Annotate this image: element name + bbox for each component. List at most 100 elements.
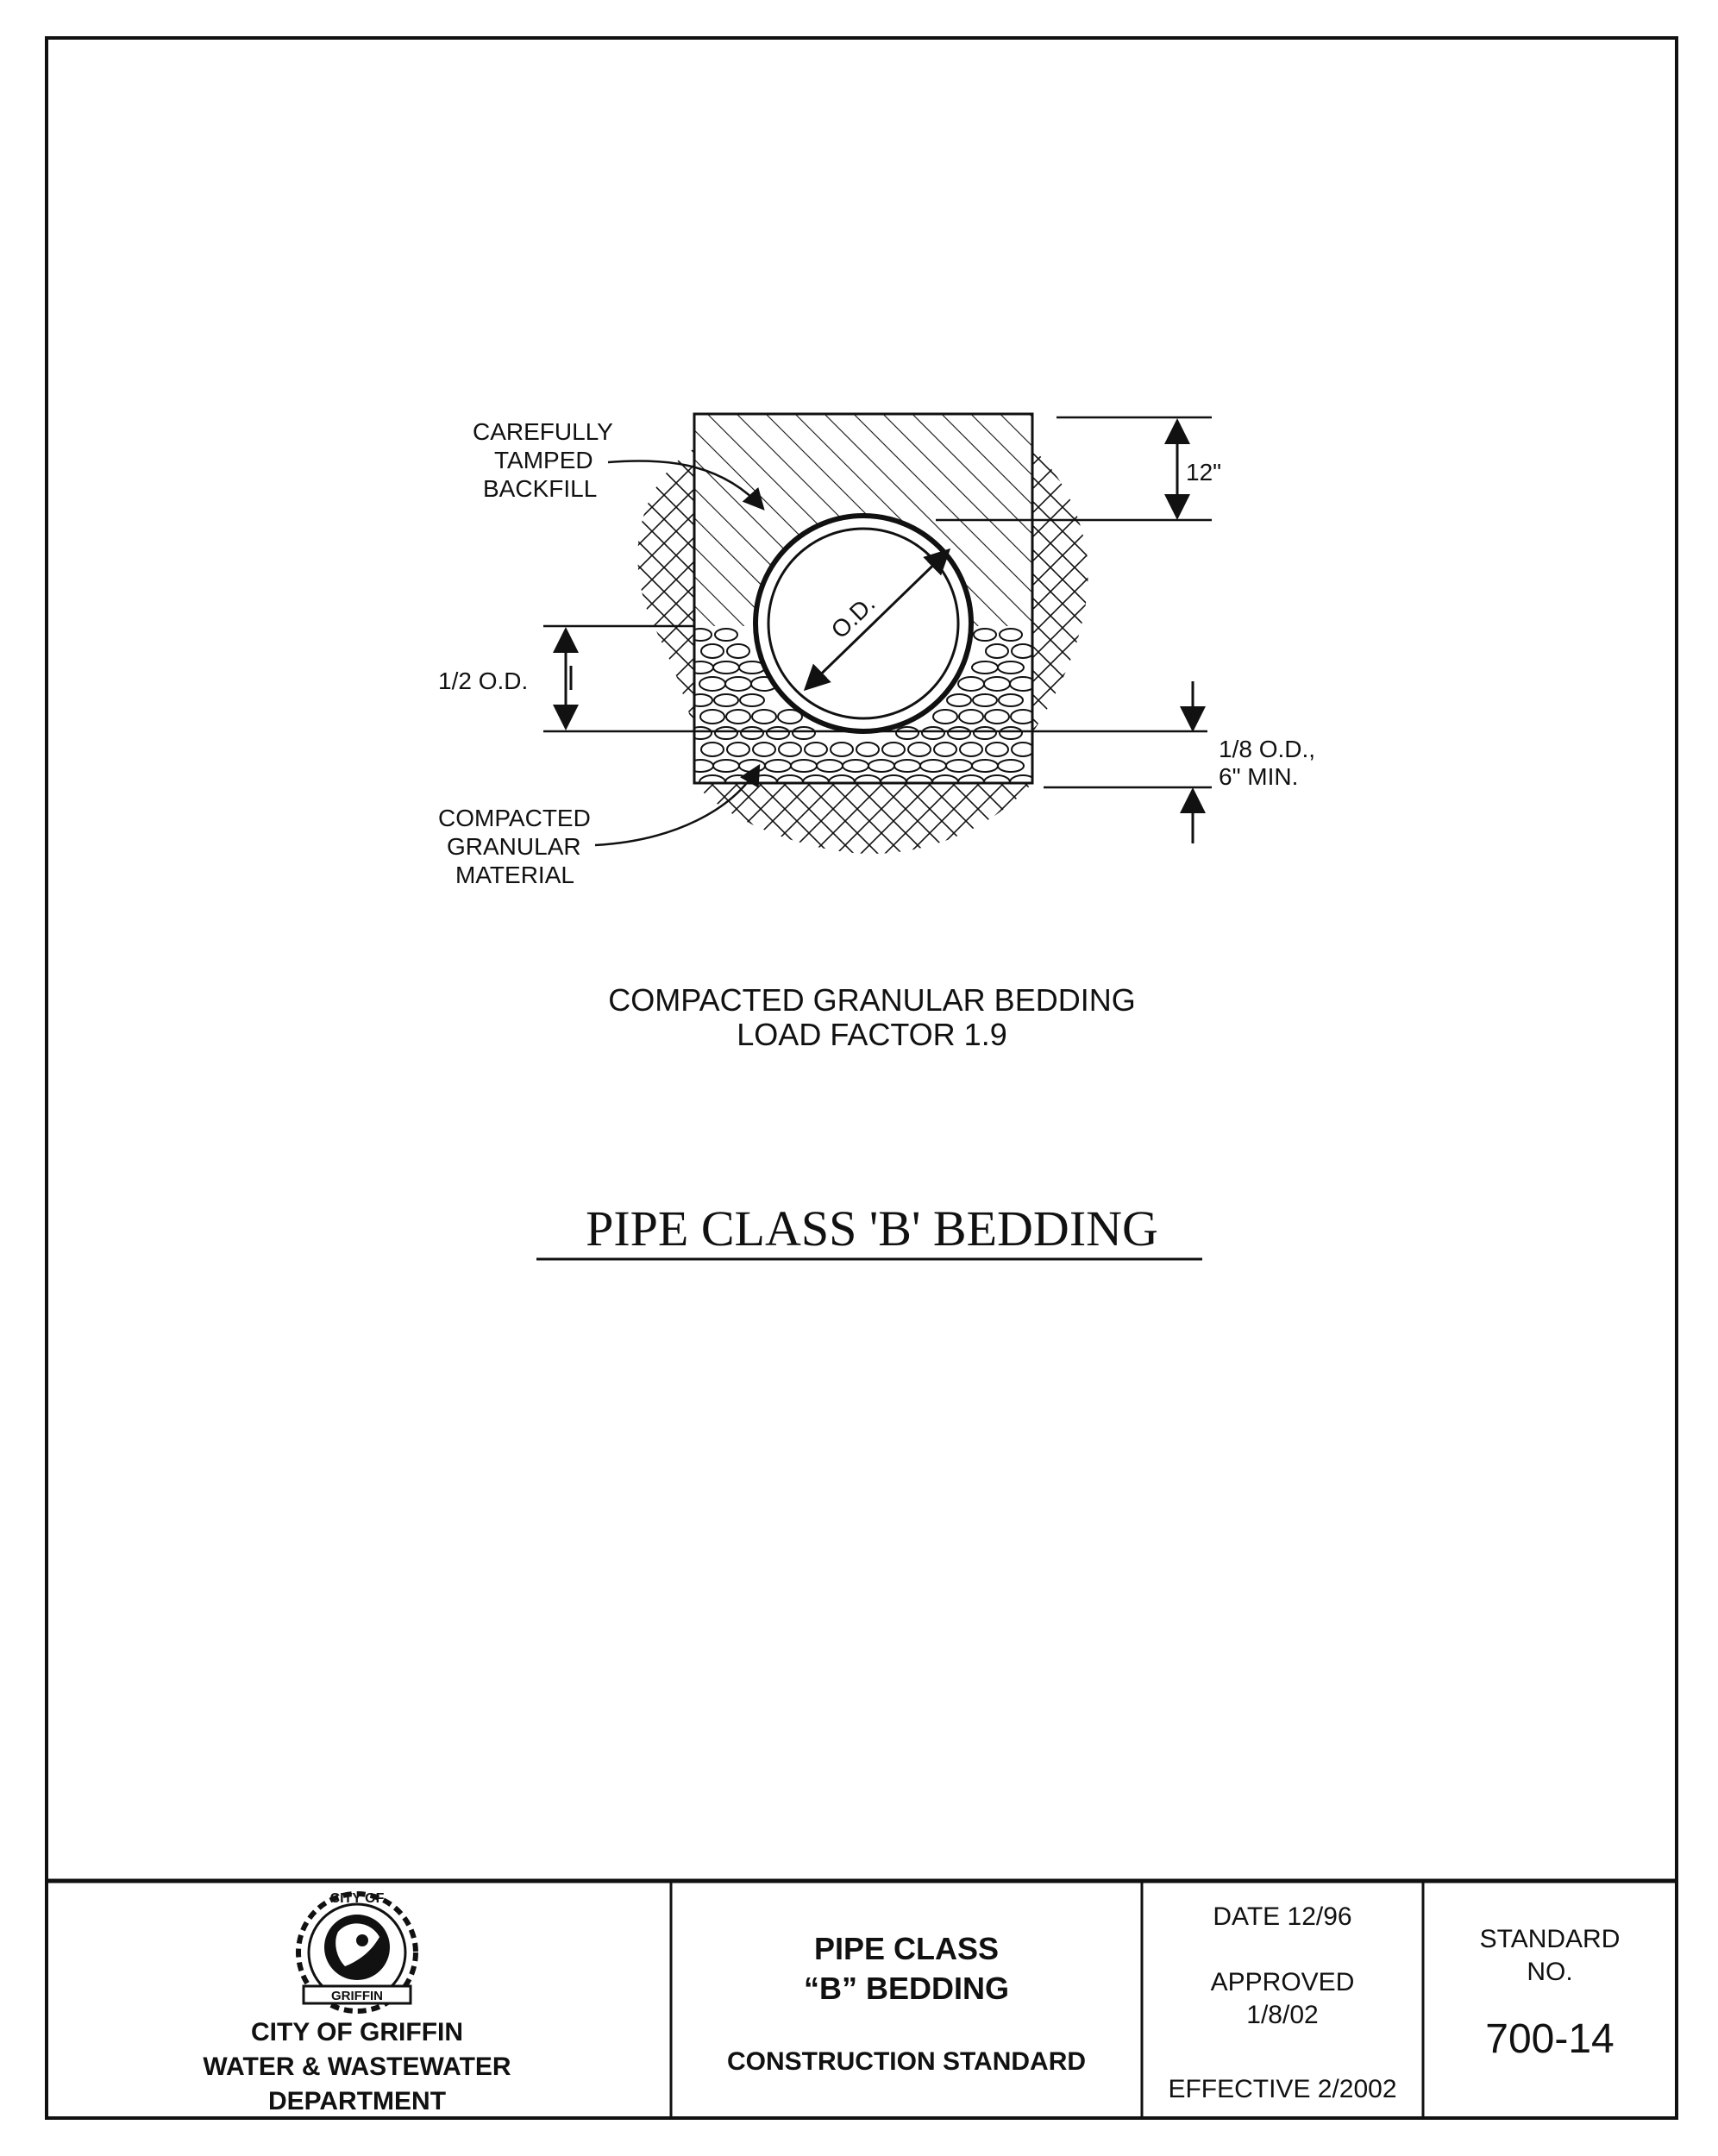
gravel-stone [752, 742, 776, 757]
title-block: CITY OF GRIFFIN CITY OF GRIFFIN WATER & … [47, 1878, 1677, 2118]
gravel-stone [958, 709, 984, 724]
effective-text: EFFECTIVE 2/2002 [1168, 2075, 1396, 2103]
gravel-stone [971, 759, 999, 773]
gravel-stone [868, 759, 895, 773]
gravel-stone [714, 628, 738, 642]
gravel-stone [816, 759, 843, 773]
gravel-stone [778, 742, 802, 757]
gravel-stone [700, 742, 724, 757]
org-line-2: WATER & WASTEWATER [203, 2053, 511, 2081]
gravel-stone [724, 676, 752, 692]
gravel-stone [921, 726, 945, 740]
gravel-stone [999, 726, 1023, 740]
gravel-stone [893, 759, 921, 773]
eighth-od-label-1: 1/8 O.D., [1219, 736, 1315, 762]
gravel-stone [766, 726, 790, 740]
gravel-stone [895, 726, 919, 740]
gravel-stone [1011, 643, 1032, 659]
half-od-label: 1/2 O.D. [438, 667, 528, 694]
sheet-subtitle: CONSTRUCTION STANDARD [727, 2047, 1086, 2076]
od-dimension-line [803, 548, 951, 692]
gravel-stone [997, 759, 1025, 773]
gravel-stone [907, 742, 931, 757]
gravel-stone [714, 726, 738, 740]
gravel-stone [712, 661, 740, 674]
gravel-stone [932, 709, 958, 724]
sheet-title-line-2: “B” BEDDING [804, 1971, 1009, 2006]
sheet-border [45, 36, 1678, 2120]
granular-gravel [694, 628, 1032, 783]
gravel-stone [998, 693, 1024, 707]
standard-label-2: NO. [1527, 1958, 1572, 1986]
eighth-od-label-2: 6" MIN. [1219, 763, 1298, 790]
gravel-stone [699, 676, 726, 692]
gravel-stone [999, 628, 1023, 642]
gravel-stone [712, 759, 740, 773]
gravel-stone [804, 742, 828, 757]
gravel-stone [739, 693, 765, 707]
org-line-3: DEPARTMENT [268, 2087, 446, 2115]
approved-line-1: APPROVED [1211, 1968, 1355, 1996]
sheet-title-line-1: PIPE CLASS [814, 1931, 999, 1966]
gravel-stone [792, 726, 816, 740]
caption-line-1: COMPACTED GRANULAR BEDDING [608, 982, 1135, 1018]
gravel-stone [933, 742, 957, 757]
gravel-stone [764, 759, 792, 773]
gravel-stone [946, 693, 972, 707]
gravel-stone [694, 726, 712, 740]
granular-label-3: MATERIAL [455, 862, 574, 888]
standard-number: 700-14 [1485, 2016, 1614, 2062]
gravel-stone [971, 661, 999, 674]
org-line-1: CITY OF GRIFFIN [251, 2018, 463, 2046]
city-seal-icon: CITY OF GRIFFIN [296, 1891, 418, 2014]
gravel-stone [751, 709, 777, 724]
gravel-stone [842, 759, 869, 773]
bedding-diagram: O.D. 12" 1/2 O.D. 1/8 O.D., 6" MIN. CARE… [438, 412, 1315, 888]
gravel-stone [985, 643, 1009, 659]
gravel-stone [984, 709, 1010, 724]
granular-label-2: GRANULAR [447, 833, 581, 860]
twelve-label: 12" [1186, 459, 1221, 486]
gravel-stone [726, 742, 750, 757]
backfill-label-1: CAREFULLY [473, 418, 613, 445]
gravel-stone [790, 759, 818, 773]
gravel-stone [1009, 676, 1032, 692]
gravel-stone [972, 693, 998, 707]
gravel-stone [985, 742, 1009, 757]
gravel-stone [983, 676, 1011, 692]
gravel-stone [881, 742, 906, 757]
gravel-stone [777, 709, 803, 724]
granular-label-1: COMPACTED [438, 805, 591, 831]
gravel-stone [973, 628, 997, 642]
gravel-stone [1010, 709, 1032, 724]
backfill-leader [607, 460, 765, 511]
gravel-stone [699, 709, 725, 724]
gravel-stone [740, 726, 764, 740]
date-text: DATE 12/96 [1213, 1902, 1351, 1931]
drawing-title: PIPE CLASS 'B' BEDDING [586, 1200, 1158, 1257]
gravel-stone [945, 759, 973, 773]
gravel-stone [919, 759, 947, 773]
gravel-stone [738, 759, 766, 773]
backfill-label-2: TAMPED [494, 447, 593, 473]
logo-banner-text: GRIFFIN [331, 1989, 383, 2003]
backfill-label-3: BACKFILL [483, 475, 597, 502]
gravel-stone [1011, 742, 1032, 757]
gravel-stone [830, 742, 854, 757]
gravel-stone [973, 726, 997, 740]
gravel-stone [694, 759, 714, 773]
gravel-stone [856, 742, 880, 757]
granular-leader [594, 763, 761, 847]
gravel-stone [700, 643, 724, 659]
gravel-stone [997, 661, 1025, 674]
caption-line-2: LOAD FACTOR 1.9 [737, 1017, 1006, 1052]
gravel-stone [725, 709, 751, 724]
trench-outline [693, 412, 1034, 785]
gravel-stone [947, 726, 971, 740]
gravel-stone [713, 693, 739, 707]
gravel-stone [726, 643, 750, 659]
standard-label-1: STANDARD [1480, 1925, 1621, 1953]
gravel-stone [694, 628, 712, 642]
gravel-stone [957, 676, 985, 692]
